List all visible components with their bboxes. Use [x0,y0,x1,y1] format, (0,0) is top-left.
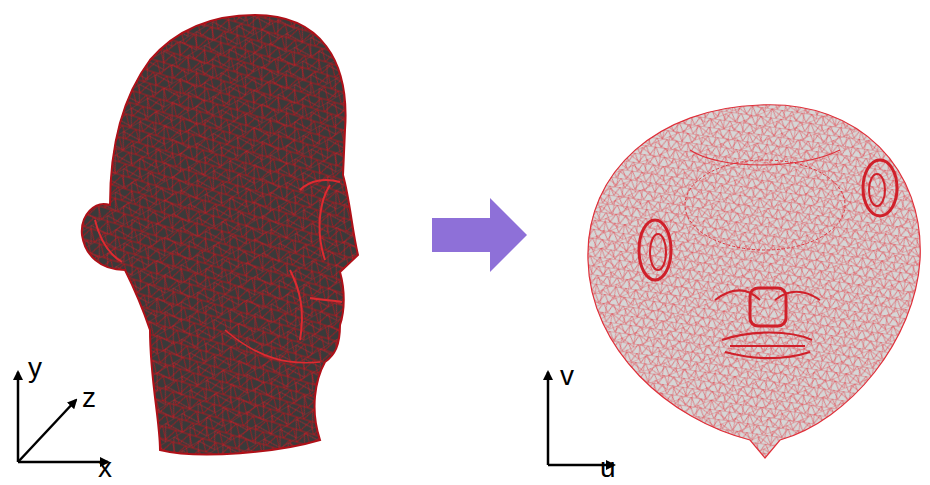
xyz-axes [18,372,108,462]
axis-label: v [560,362,574,390]
uv-mesh [588,105,920,458]
uv-axes [548,372,614,465]
axis-label: z [82,384,96,412]
head-mesh [82,15,358,455]
axis-label: x [98,454,112,482]
axis-label: u [600,454,616,482]
transform-arrow [432,198,527,272]
axis-label: y [28,354,42,382]
